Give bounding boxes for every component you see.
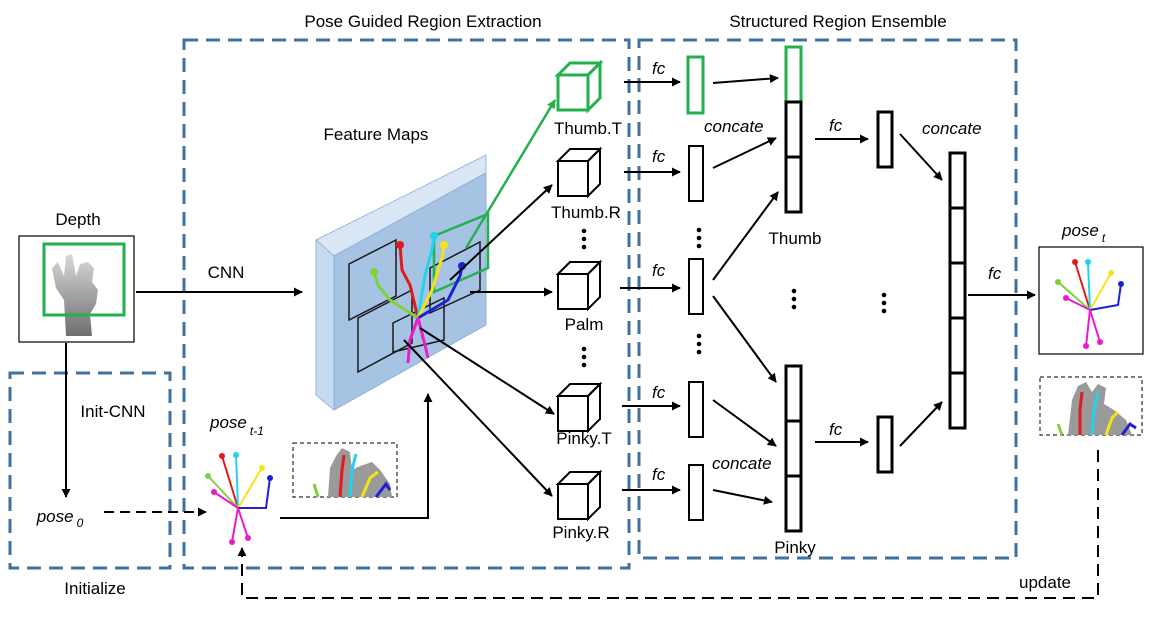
- arrow-to-pinky-t: [419, 327, 555, 415]
- ensemble-title: Structured Region Ensemble: [729, 12, 946, 31]
- arrow-to-thumb-t: [464, 99, 557, 249]
- region-label-thumb-r: Thumb.R: [551, 203, 621, 222]
- initialize-label: Initialize: [64, 579, 125, 598]
- thumb-tip-crop-box: [432, 212, 490, 294]
- depth-label: Depth: [55, 210, 100, 229]
- fc1-vector-palm: [688, 258, 704, 315]
- prev-pose-to-map-arrow: [280, 393, 433, 519]
- fc-label: fc: [652, 261, 666, 280]
- fc1-vector-thumb-r: [688, 145, 704, 202]
- cube-pinky-r: [555, 469, 603, 522]
- concate-label-thumb: concate: [704, 117, 764, 136]
- concate-label-pinky: concate: [712, 454, 772, 473]
- region-label-thumb-t: Thumb.T: [554, 119, 622, 138]
- depth-crop-box: [42, 242, 126, 317]
- fc1-arrows: [620, 77, 681, 495]
- feature-map-block: [315, 154, 487, 412]
- section-frames: [8, 38, 1018, 570]
- arrow-to-thumb-r: [449, 184, 553, 281]
- thumb-group-label: Thumb: [769, 229, 822, 248]
- pose-out-image: [1038, 246, 1144, 355]
- stack-ellipsis-dots: [791, 288, 887, 314]
- feature-map-skeleton: [370, 232, 466, 364]
- pinky-concat-stack: [784, 364, 803, 533]
- feature-maps-label: Feature Maps: [324, 125, 429, 144]
- final-concat-arrow-bottom: [899, 401, 943, 447]
- pinky-group-label: Pinky: [774, 538, 816, 557]
- vector-ellipsis-dots: [696, 227, 702, 355]
- fc1-vector-pinky-t: [688, 381, 704, 438]
- cube-thumb-r: [555, 146, 603, 199]
- pose-prev-skeleton: [205, 452, 273, 545]
- fc-label: fc: [652, 59, 666, 78]
- cube-ellipsis-dots: [581, 228, 587, 368]
- thumb-concat-stack: [784, 45, 803, 214]
- arrow-to-pinky-r: [403, 339, 553, 497]
- final-concat-vector: [948, 151, 967, 430]
- update-label: update: [1019, 573, 1071, 592]
- region-crop-boxes: [348, 238, 481, 374]
- fc-label: fc: [988, 264, 1002, 283]
- region-extraction-frame: [182, 38, 631, 570]
- cube-pinky-t: [555, 381, 603, 434]
- extraction-title: Pose Guided Region Extraction: [304, 12, 541, 31]
- fc1-vector-thumb-t: [686, 55, 705, 115]
- initialize-frame: [8, 371, 172, 570]
- update-loop-arrow: [237, 450, 1099, 599]
- cube-palm: [555, 259, 603, 312]
- pose-out-overlay-image: [1039, 376, 1143, 436]
- region-label-pinky-r: Pinky.R: [552, 523, 609, 542]
- fc-label: fc: [652, 465, 666, 484]
- region-label-pinky-t: Pinky.T: [556, 429, 611, 448]
- concat-arrows: [712, 74, 779, 505]
- depth-image: [18, 235, 135, 343]
- fc-label: fc: [652, 383, 666, 402]
- final-concat-arrow-top: [899, 133, 943, 181]
- fc-label: fc: [652, 147, 666, 166]
- fc2-vector-thumb: [876, 110, 894, 169]
- region-ensemble-frame: [637, 38, 1018, 560]
- region-label-palm: Palm: [565, 315, 604, 334]
- init-cnn-label: Init-CNN: [80, 402, 145, 421]
- fc-label: fc: [829, 116, 843, 135]
- fc2-vector-pinky: [876, 415, 894, 474]
- pose-prev-overlay-image: [292, 442, 398, 498]
- cnn-label: CNN: [208, 263, 245, 282]
- concate-label-final: concate: [922, 119, 982, 138]
- fc1-vector-pinky-r: [688, 464, 704, 521]
- fc1-labels: fc fc fc fc fc: [652, 59, 666, 484]
- cube-thumb-t: [554, 59, 604, 114]
- fc-label: fc: [829, 420, 843, 439]
